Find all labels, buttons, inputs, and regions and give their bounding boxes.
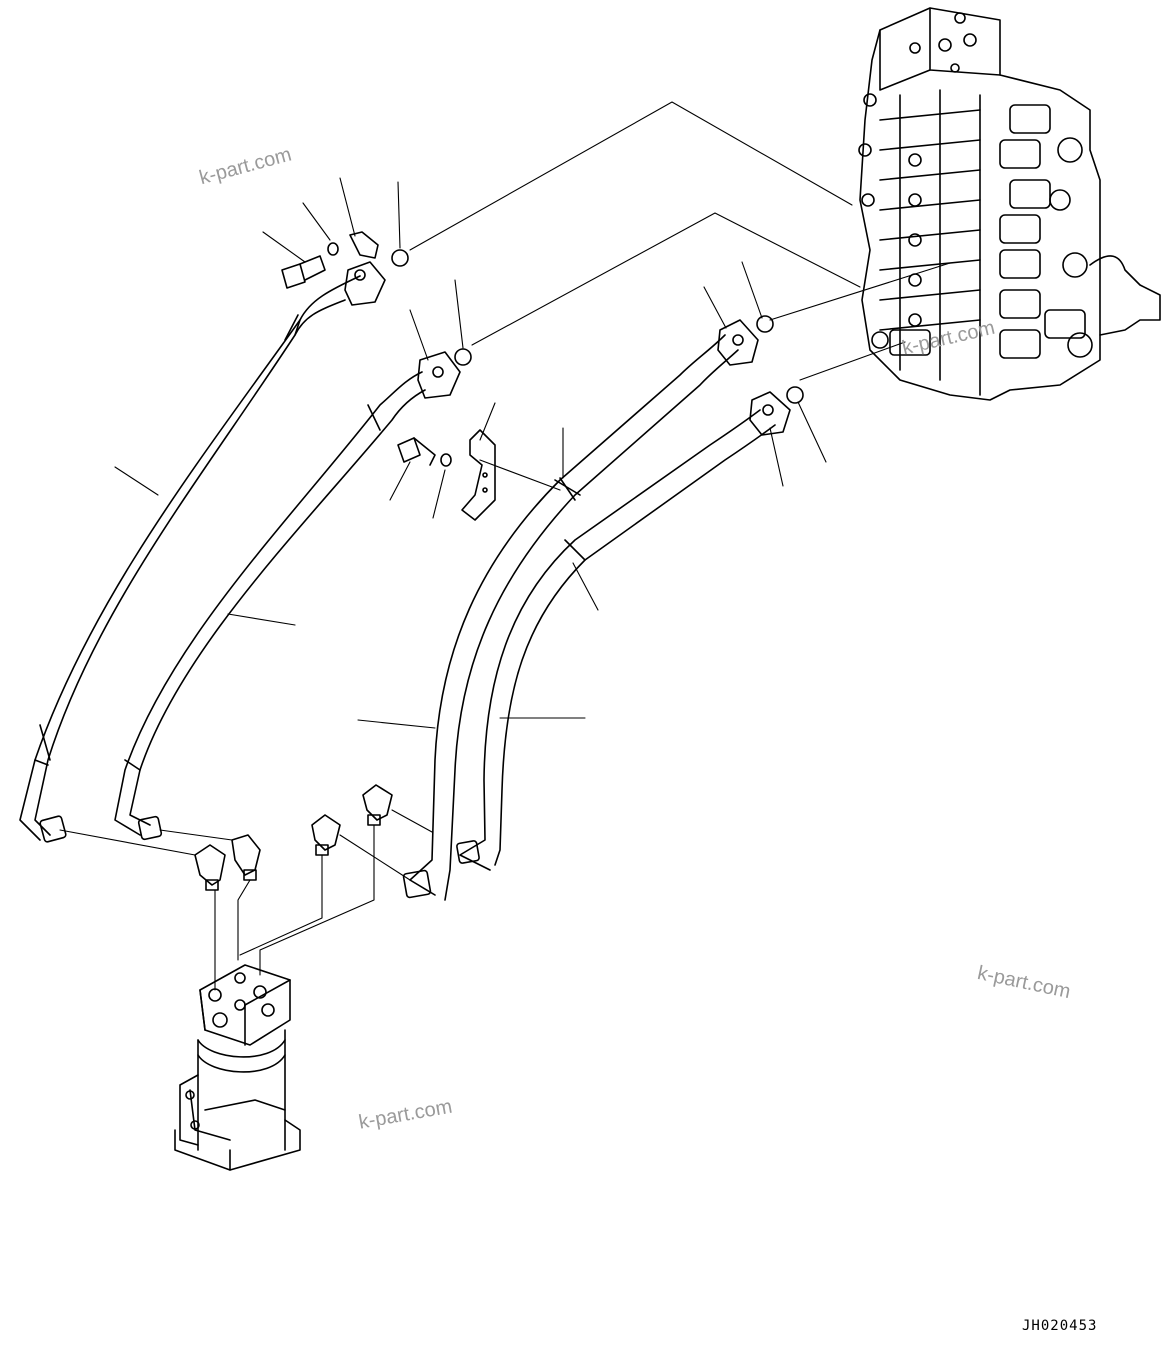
split-flange-half bbox=[349, 231, 379, 259]
hose-3 bbox=[402, 334, 739, 901]
solenoid-stack bbox=[999, 104, 1093, 359]
o-ring-3 bbox=[756, 315, 774, 333]
control-valve bbox=[858, 7, 1161, 401]
bolt-1 bbox=[281, 255, 326, 289]
washer-2 bbox=[440, 453, 452, 467]
hose-2 bbox=[114, 371, 426, 841]
split-flange-2 bbox=[417, 351, 461, 399]
reference-lines bbox=[409, 101, 951, 381]
clamp bbox=[461, 429, 561, 521]
split-flange-1 bbox=[344, 261, 386, 306]
callout-lines bbox=[114, 177, 827, 729]
o-ring-1 bbox=[391, 249, 409, 267]
swivel-joint bbox=[174, 964, 301, 1171]
elbow-fittings bbox=[194, 784, 393, 891]
bolt-2 bbox=[397, 437, 436, 466]
drawing-code: JH020453 bbox=[1022, 1318, 1098, 1334]
o-ring-4 bbox=[786, 386, 804, 404]
hose-4 bbox=[456, 409, 776, 871]
split-flange-4 bbox=[749, 391, 791, 436]
split-flange-3 bbox=[717, 319, 759, 366]
connection-lines bbox=[59, 809, 433, 991]
hose-1 bbox=[19, 275, 361, 843]
washer-1 bbox=[327, 242, 339, 256]
o-ring-2 bbox=[454, 348, 472, 366]
